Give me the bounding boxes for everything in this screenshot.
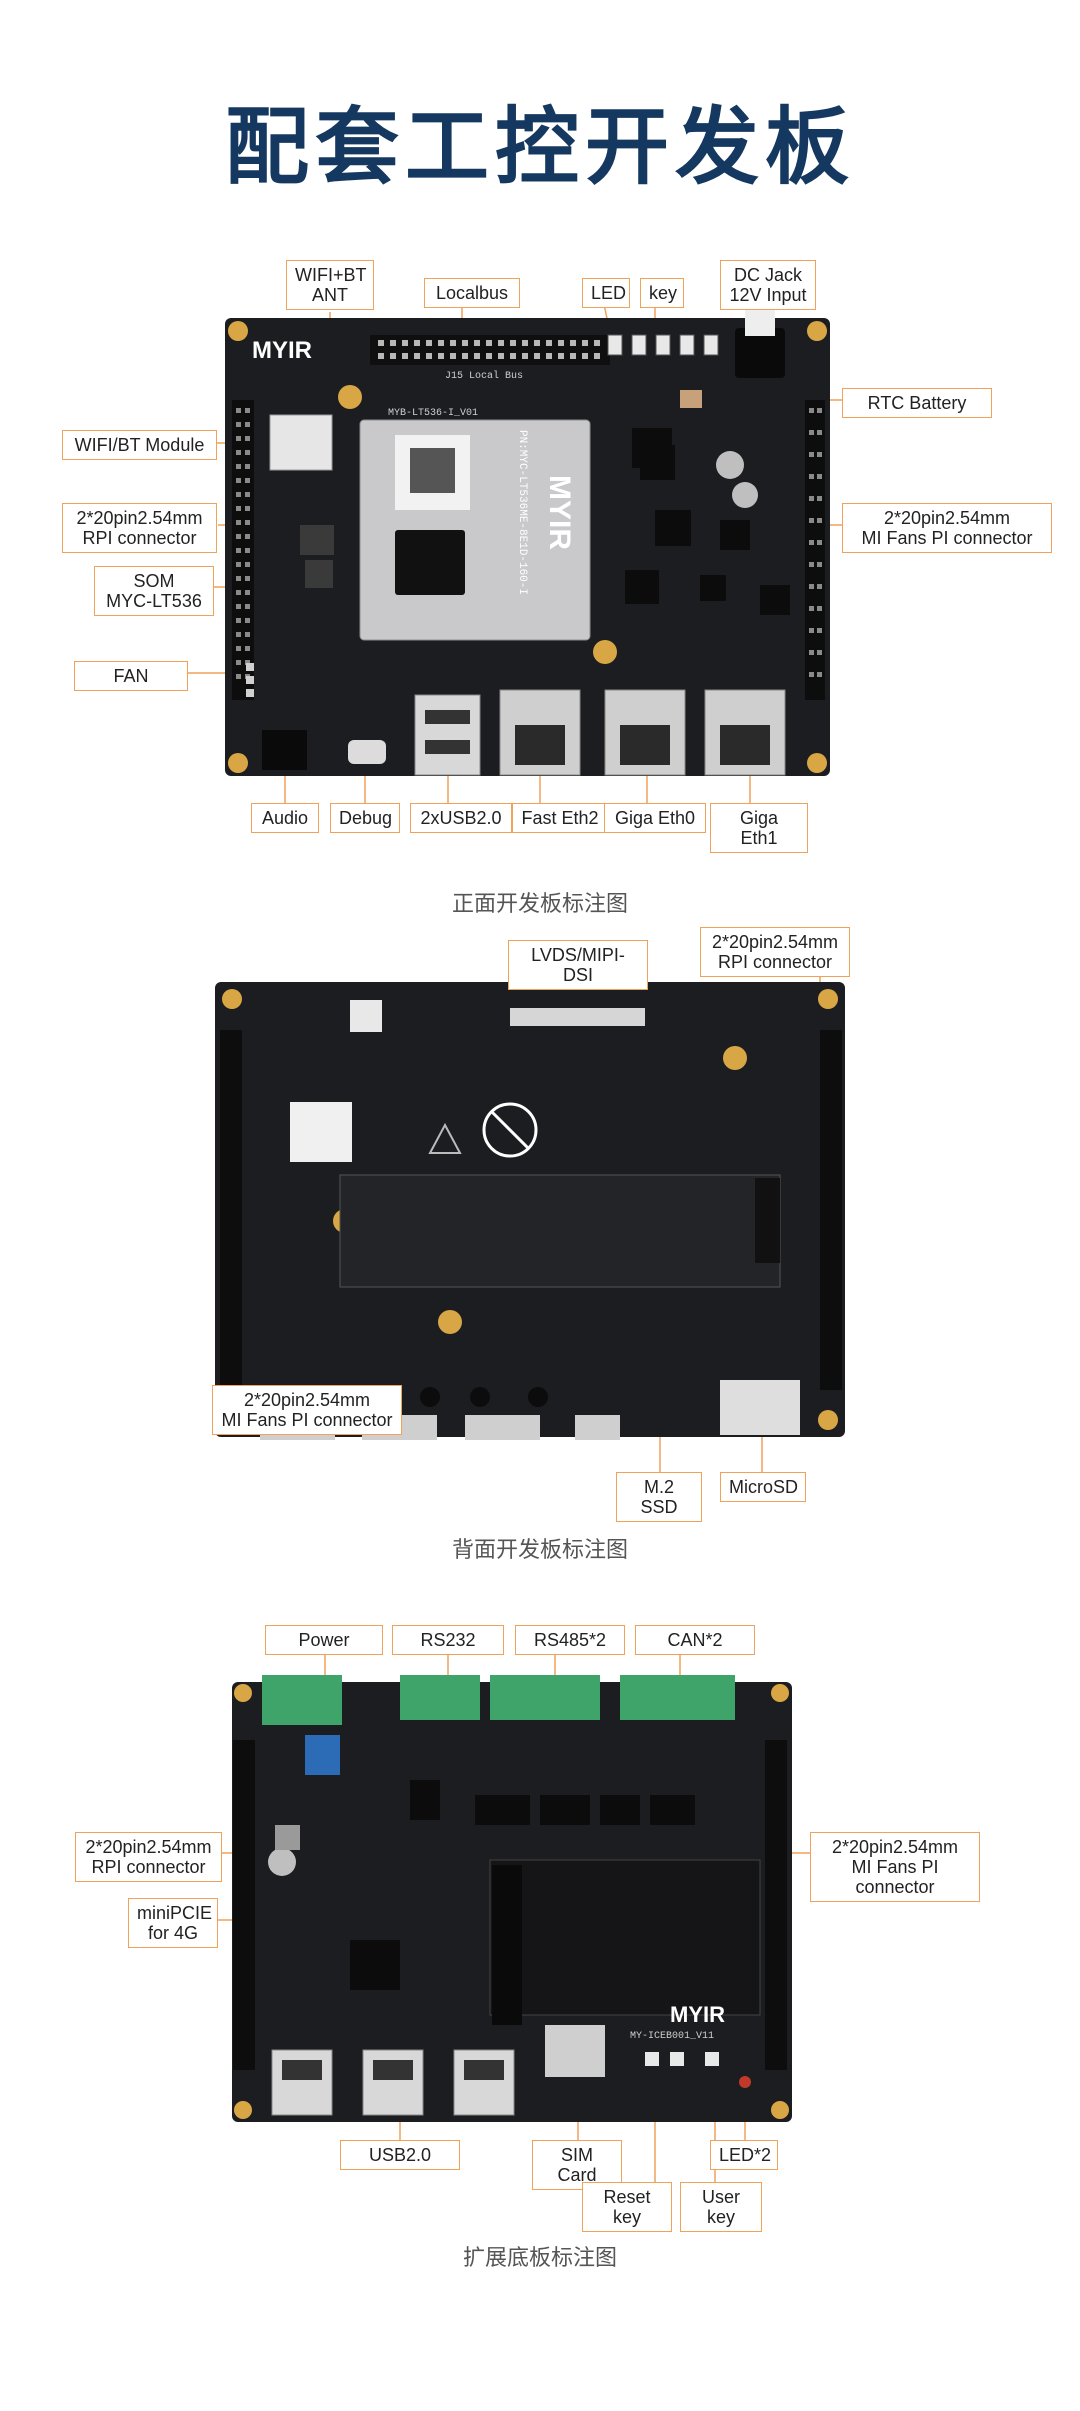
label-mifans-connector: 2*20pin2.54mm MI Fans PI connector <box>842 503 1052 553</box>
label-sim-card: SIM Card <box>532 2140 622 2190</box>
base-silk-model: MY-ICEB001_V11 <box>630 2031 714 2042</box>
label-wifi-ant: WIFI+BT ANT <box>286 260 374 310</box>
label-rs485: RS485*2 <box>515 1625 625 1655</box>
label-can: CAN*2 <box>635 1625 755 1655</box>
label-base-rpi-connector: 2*20pin2.54mm RPI connector <box>75 1832 222 1882</box>
front-som-text: PN:MYC-LT536ME-8E1D-160-I <box>516 430 528 595</box>
label-dc-jack: DC Jack 12V Input <box>720 260 816 310</box>
back-board-panel: LVDS/MIPI-DSI 2*20pin2.54mm RPI connecto… <box>0 920 1080 1522</box>
label-localbus: Localbus <box>424 278 520 308</box>
label-key: key <box>640 278 684 308</box>
label-reset-key: Reset key <box>582 2182 672 2232</box>
front-caption: 正面开发板标注图 <box>451 892 628 917</box>
front-silk-brand: MYIR <box>252 337 312 364</box>
page-title: 配套工控开发板 <box>224 98 855 196</box>
label-som: SOM MYC-LT536 <box>94 566 214 616</box>
base-caption: 扩展底板标注图 <box>462 2246 617 2271</box>
base-silk-brand: MYIR <box>670 2002 725 2027</box>
label-microsd: MicroSD <box>720 1472 806 1502</box>
label-led2: LED*2 <box>710 2140 778 2170</box>
front-silk-bus: J15 Local Bus <box>445 370 523 382</box>
label-back-rpi-connector: 2*20pin2.54mm RPI connector <box>700 927 850 977</box>
label-lvds: LVDS/MIPI-DSI <box>508 940 648 990</box>
base-board-image: MYIR MY-ICEB001_V11 <box>218 1654 810 2182</box>
label-user-key: User key <box>680 2182 762 2232</box>
label-power: Power <box>265 1625 383 1655</box>
label-debug: Debug <box>330 803 400 833</box>
back-caption: 背面开发板标注图 <box>451 1538 628 1563</box>
label-rs232: RS232 <box>392 1625 504 1655</box>
label-back-mifans-connector: 2*20pin2.54mm MI Fans PI connector <box>212 1385 402 1435</box>
label-audio: Audio <box>251 803 319 833</box>
label-fan: FAN <box>74 661 188 691</box>
front-silk-model: MYB-LT536-I_V01 <box>388 408 478 419</box>
label-rpi-connector: 2*20pin2.54mm RPI connector <box>62 503 217 553</box>
front-board-panel: MYIR J15 Local Bus <box>0 250 1080 900</box>
front-som-mark: MYIR <box>543 475 576 550</box>
label-led: LED <box>582 278 630 308</box>
label-giga-eth0: Giga Eth0 <box>604 803 706 833</box>
label-base-mifans-connector: 2*20pin2.54mm MI Fans PI connector <box>810 1832 980 1902</box>
label-usb2: USB2.0 <box>340 2140 460 2170</box>
label-usb: 2xUSB2.0 <box>410 803 512 833</box>
front-board-image: MYIR J15 Local Bus <box>188 299 842 803</box>
label-wifi-module: WIFI/BT Module <box>62 430 217 460</box>
label-minipcie: miniPCIE for 4G <box>128 1898 218 1948</box>
label-rtc-battery: RTC Battery <box>842 388 992 418</box>
label-giga-eth1: Giga Eth1 <box>710 803 808 853</box>
label-m2-ssd: M.2 SSD <box>616 1472 702 1522</box>
base-board-panel: MYIR MY-ICEB001_V11 Power RS232 RS485*2 … <box>0 1620 1080 2232</box>
back-board-image <box>215 968 845 1472</box>
label-fast-eth2: Fast Eth2 <box>512 803 608 833</box>
